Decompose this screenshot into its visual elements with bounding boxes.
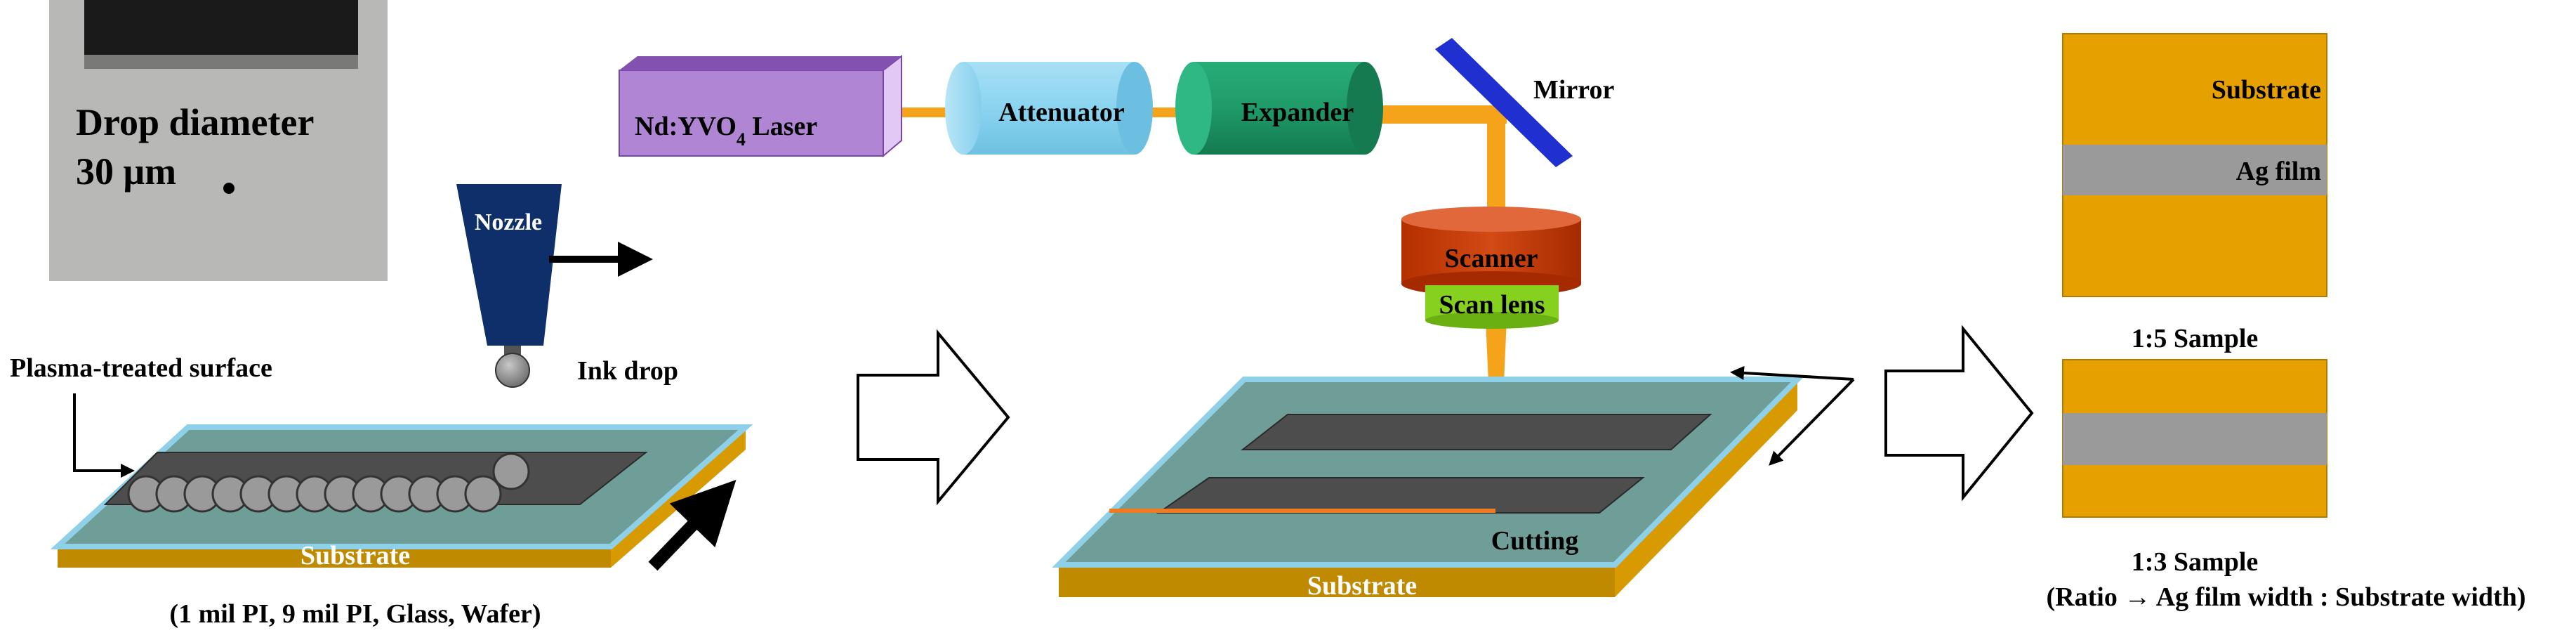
materials-label: (1 mil PI, 9 mil PI, Glass, Wafer) <box>169 599 541 629</box>
scanner-label: Scanner <box>1445 244 1538 273</box>
sample-1-5-substrate-label: Substrate <box>2212 75 2321 105</box>
process-arrow-1 <box>857 329 1010 506</box>
mirror-label: Mirror <box>1533 75 1614 105</box>
nozzle-label: Nozzle <box>475 209 542 235</box>
deposited-drops <box>127 452 530 513</box>
substrate-motion-arrow <box>648 480 737 571</box>
ink-drop-dot <box>223 183 235 194</box>
expander-label: Expander <box>1241 98 1354 127</box>
ink-drop-label: Ink drop <box>577 356 678 386</box>
drop-diameter-label: Drop diameter <box>76 101 314 143</box>
ratio-note: (Ratio → Ag film width : Substrate width… <box>2047 582 2526 612</box>
drop-size-label: 30 μm <box>76 150 176 192</box>
ink-drop-icon <box>495 353 530 388</box>
cutting-label: Cutting <box>1491 526 1579 556</box>
substrate-label: Substrate <box>300 541 410 570</box>
sample-1-3-label: 1:3 Sample <box>2132 547 2259 577</box>
surface-label: Plasma-treated surface <box>10 353 272 383</box>
nd-yvo4-laser: Nd:YVO4 Laser <box>619 54 902 158</box>
attenuator-label: Attenuator <box>998 98 1125 127</box>
scan-lens-label: Scan lens <box>1439 290 1545 320</box>
scan-direction-y-arrow <box>1769 378 1855 466</box>
cutting-substrate: Cutting Substrate <box>1052 377 1804 601</box>
surface-pointer-arrow <box>73 393 135 478</box>
attenuator: Attenuator <box>945 62 1153 155</box>
scanner: Scanner <box>1401 207 1581 296</box>
sample-1-5: Substrate Ag film 1:5 Sample <box>2062 33 2327 353</box>
nozzle: Nozzle <box>456 184 562 358</box>
mirror <box>1435 38 1573 167</box>
scan-lens: Scan lens <box>1425 285 1559 329</box>
scan-direction-x-arrow <box>1730 365 1854 381</box>
drop-photo: Drop diameter 30 μm <box>49 0 388 281</box>
sample-1-5-label: 1:5 Sample <box>2132 324 2259 353</box>
process-arrow-2 <box>1884 325 2034 502</box>
film-strip-2 <box>1156 477 1645 514</box>
film-strip-1 <box>1241 414 1712 450</box>
substrate-label-2: Substrate <box>1307 571 1417 601</box>
laser-label: Nd:YVO4 Laser <box>635 112 817 150</box>
sample-1-3: 1:3 Sample (Ratio → Ag film width : Subs… <box>2047 359 2526 612</box>
expander: Expander <box>1175 62 1383 155</box>
sample-1-5-film-label: Ag film <box>2236 157 2321 186</box>
